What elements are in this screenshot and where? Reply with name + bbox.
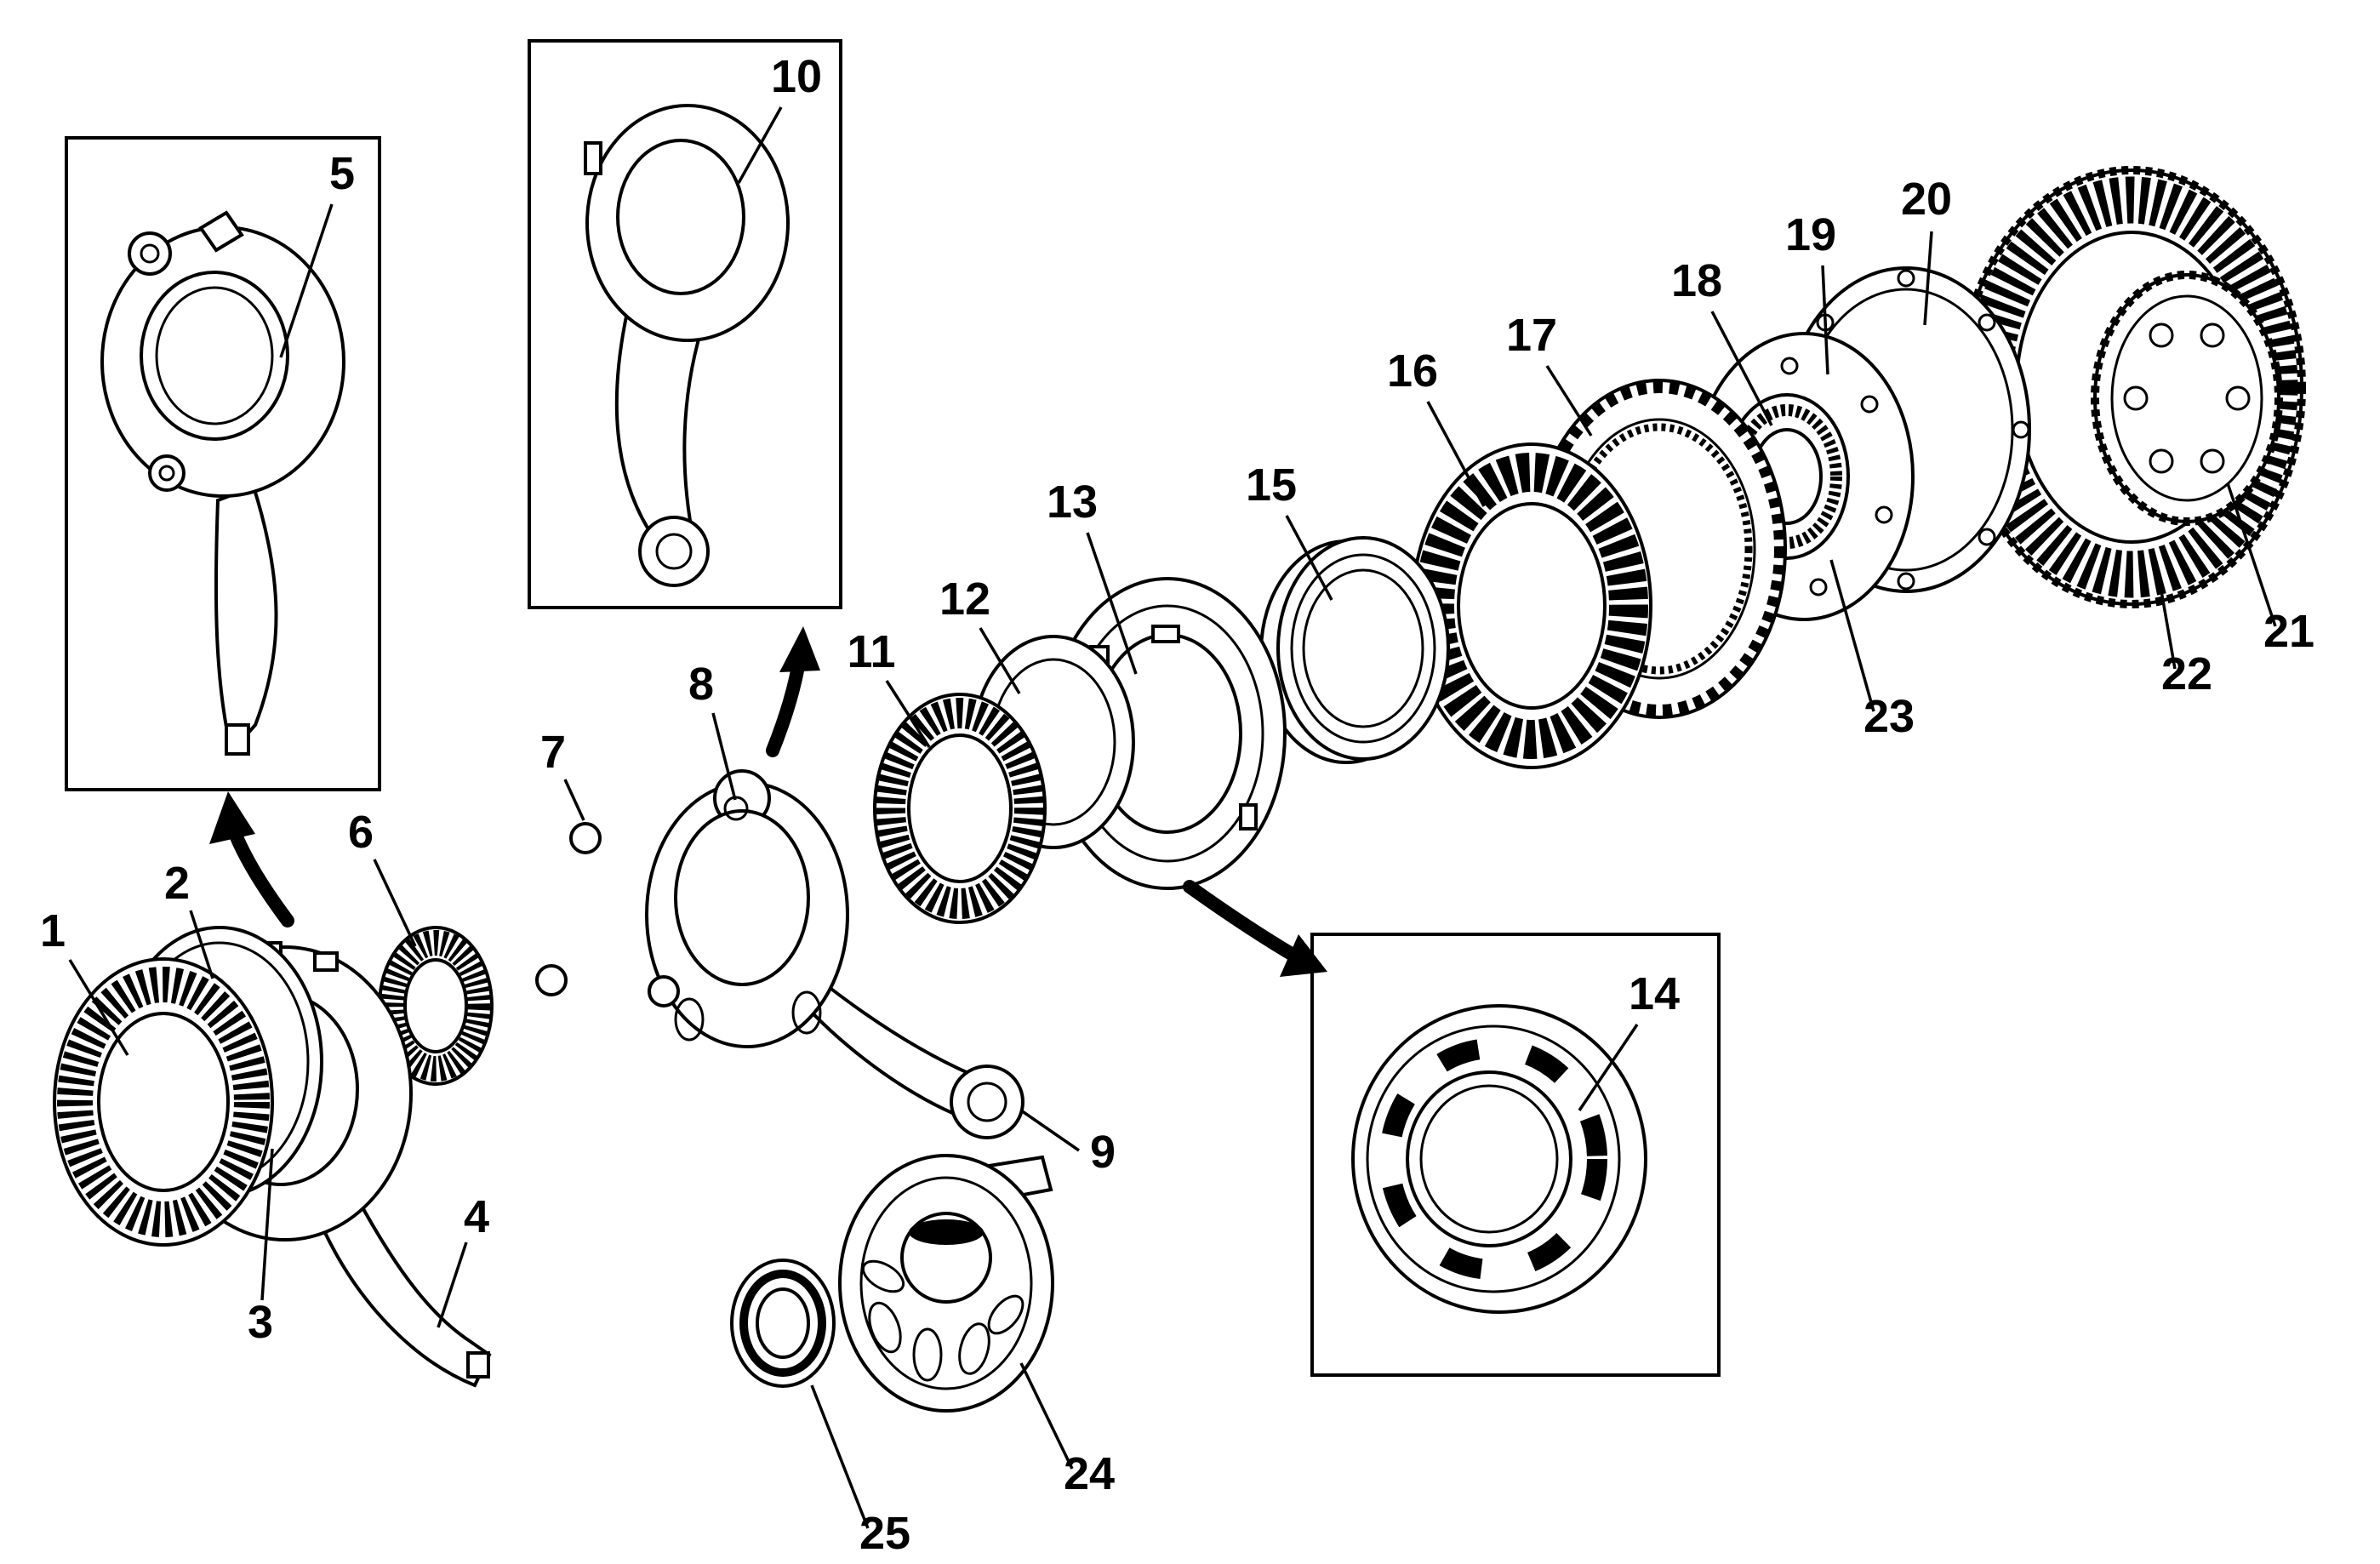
callout-13: 13 [1047,477,1138,675]
callout-8-label: 8 [688,659,714,710]
callout-2-label: 2 [164,858,190,909]
callout-20: 20 [1901,174,1952,326]
callout-7-label: 7 [540,727,566,778]
part-8-anchor-lever [645,769,1024,1139]
callout-10-label: 10 [771,51,822,102]
callout-5: 5 [279,148,355,358]
callout-13-label: 13 [1047,477,1098,528]
inset-detail-14 [1310,933,1721,1377]
callout-4: 4 [437,1191,489,1328]
callout-12: 12 [939,574,1021,694]
callout-16: 16 [1387,345,1486,507]
callout-3: 3 [248,1148,274,1348]
callout-23: 23 [1829,559,1915,742]
part-7-check-balls [535,822,680,1007]
callout-24-label: 24 [1064,1448,1115,1499]
callout-9-label: 9 [1090,1127,1116,1178]
arrow-to-inset-10 [766,626,820,757]
callout-4-label: 4 [464,1191,489,1242]
part-16-clutch-plate-pack [1411,442,1652,769]
callout-17: 17 [1506,310,1593,437]
callout-19-label: 19 [1785,209,1836,260]
inset-detail-5 [65,136,381,791]
callout-7: 7 [540,727,585,821]
callout-1: 1 [40,905,129,1056]
callout-5-label: 5 [329,148,355,199]
callout-6-label: 6 [348,807,374,858]
callout-3-label: 3 [248,1297,273,1348]
part-11-thrust-bearing [873,693,1047,924]
part-21-internal-gear [2091,271,2283,526]
callout-21: 21 [2226,482,2314,657]
callout-22-label: 22 [2161,648,2212,699]
callout-8: 8 [688,659,737,801]
arrow-to-inset-14 [1183,880,1327,977]
callout-22: 22 [2155,561,2212,699]
callout-11-label: 11 [847,626,895,677]
part-1-thrust-bearing [53,957,274,1247]
part-25-seal [730,1259,836,1388]
callout-17-label: 17 [1506,310,1557,361]
part-24-planet-carrier [838,1154,1054,1413]
callout-23-label: 23 [1863,691,1915,742]
callout-6: 6 [348,807,417,947]
callout-21-label: 21 [2263,606,2314,657]
part-9-roller [950,1065,1024,1139]
callout-11: 11 [847,626,931,748]
callout-24: 24 [1019,1362,1115,1499]
callout-25-label: 25 [859,1508,910,1559]
callout-1-label: 1 [40,905,66,956]
callout-19: 19 [1785,209,1836,375]
inset-detail-10 [528,39,842,609]
callout-2: 2 [164,858,214,979]
part-6-needle-bearing [378,926,494,1086]
callout-14: 14 [1578,968,1680,1111]
arrow-to-inset-5 [209,791,294,928]
callout-25: 25 [810,1384,910,1559]
callout-12-label: 12 [939,574,990,625]
callout-15-label: 15 [1246,459,1297,511]
callout-10: 10 [737,51,822,184]
part-15-bearing-race [1259,536,1450,764]
callout-18-label: 18 [1671,255,1722,306]
callout-9: 9 [1020,1109,1116,1178]
callout-20-label: 20 [1901,174,1952,225]
callout-16-label: 16 [1387,345,1438,397]
callout-15: 15 [1246,459,1333,601]
callout-14-label: 14 [1629,968,1680,1019]
callout-18: 18 [1671,255,1773,426]
